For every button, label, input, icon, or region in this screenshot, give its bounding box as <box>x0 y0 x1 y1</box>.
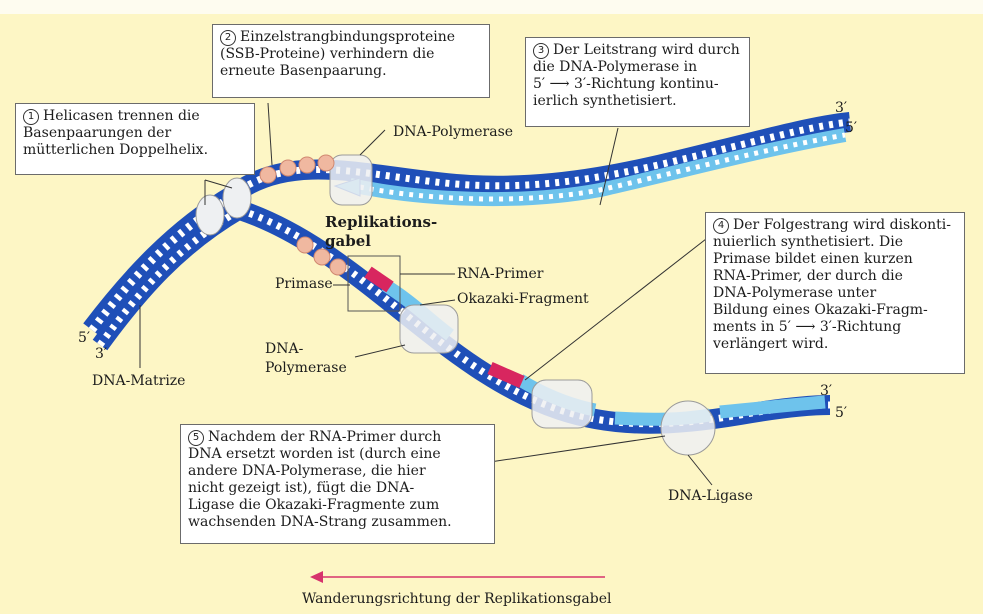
ssb-protein <box>260 167 276 183</box>
callout-text: Helicasen trennen die Basenpaarungen der… <box>23 108 208 158</box>
label-bottom-5-prime: 5′ <box>835 405 847 421</box>
callout-text: Nachdem der RNA-Primer durch DNA ersetzt… <box>188 429 452 530</box>
label-primase: Primase <box>275 276 333 292</box>
ssb-protein <box>314 249 330 265</box>
label-left-3-prime: 3′ <box>95 346 107 362</box>
direction-arrowhead <box>310 571 323 583</box>
ssb-protein <box>297 237 313 253</box>
callout-number: 4 <box>713 218 729 234</box>
label-okazaki-fragment: Okazaki-Fragment <box>457 291 589 307</box>
ssb-protein <box>330 259 346 275</box>
dna-polymerase-mid-shape <box>400 305 458 353</box>
label-replication-fork: Replikations- gabel <box>325 213 437 251</box>
ssb-protein <box>299 157 315 173</box>
dna-polymerase-top-shape <box>330 155 372 205</box>
label-top-3-prime: 3′ <box>835 100 847 116</box>
dna-ligase-shape <box>661 401 715 455</box>
callout-text: Der Folgestrang wird diskonti- nuierlich… <box>713 217 951 352</box>
label-dna-polymerase-top: DNA-Polymerase <box>393 124 513 140</box>
helicase-shape-2 <box>223 178 251 218</box>
label-bottom-3-prime: 3′ <box>820 383 832 399</box>
dna-polymerase-lower-shape <box>532 380 592 428</box>
callout-number: 5 <box>188 430 204 446</box>
label-left-5-prime: 5′ <box>78 330 90 346</box>
ssb-protein <box>280 160 296 176</box>
label-dna-template: DNA-Matrize <box>92 373 185 389</box>
label-rna-primer: RNA-Primer <box>457 266 543 282</box>
label-top-5-prime: 5′ <box>845 120 857 136</box>
callout-text: Einzelstrangbindungsproteine (SSB-Protei… <box>220 29 455 79</box>
callout-text: Der Leitstrang wird durch die DNA-Polyme… <box>533 42 740 109</box>
callout-number: 1 <box>23 109 39 125</box>
ssb-protein <box>318 155 334 171</box>
helicase-shape-1 <box>196 195 224 235</box>
label-direction: Wanderungsrichtung der Replikationsgabel <box>302 591 611 607</box>
callout-number: 3 <box>533 43 549 59</box>
label-dna-polymerase-mid: DNA- Polymerase <box>265 340 347 378</box>
label-dna-ligase: DNA-Ligase <box>668 488 753 504</box>
callout-number: 2 <box>220 30 236 46</box>
